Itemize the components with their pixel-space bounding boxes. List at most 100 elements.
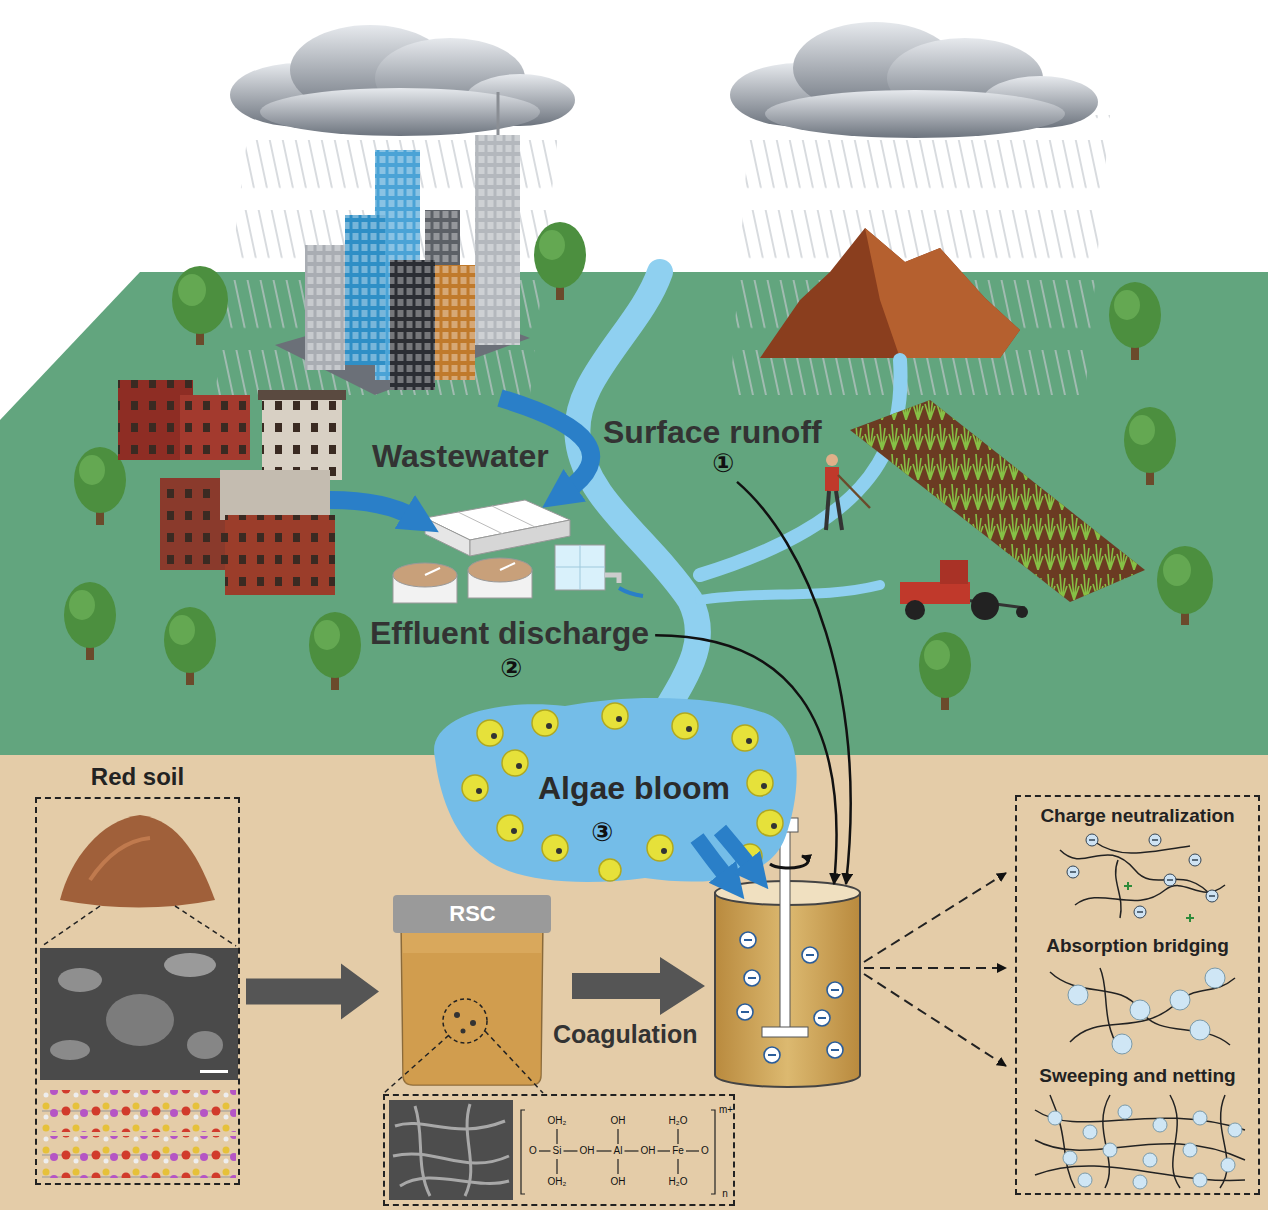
lake-region-shape (516, 763, 522, 769)
panel-title: Red soil (91, 763, 184, 791)
city (435, 265, 475, 380)
lake-region-shape (602, 703, 628, 729)
sweep-net (1143, 1153, 1157, 1167)
zoom-panel-shape (393, 1104, 509, 1196)
lake-region-shape (771, 823, 777, 829)
farm-field (850, 400, 1145, 602)
lake-region-shape (497, 815, 523, 841)
sweep-net (1103, 1143, 1117, 1157)
farmer (826, 491, 829, 530)
treatment-plant (605, 575, 619, 583)
houses (258, 390, 346, 400)
coagulation-tank (764, 1047, 780, 1063)
formula-text: OH (611, 1176, 626, 1188)
houses (180, 395, 250, 460)
lake-region-shape (697, 830, 753, 880)
cloud (230, 63, 370, 127)
zoom-panel-shape (389, 1100, 513, 1200)
zoom-panel-shape (564, 1150, 578, 1151)
farmer (838, 475, 870, 508)
polymer-chain (1116, 860, 1121, 918)
lake-region-shape (747, 770, 773, 796)
tree (331, 660, 339, 690)
polymer-chain (1089, 839, 1095, 841)
polymer-chain (1186, 917, 1194, 919)
sweep-net (1103, 1095, 1110, 1188)
beaker-shape (401, 921, 543, 1085)
polymer-chain (1149, 834, 1161, 846)
bridging-chain (1130, 1000, 1150, 1020)
cloud (465, 74, 575, 126)
river (700, 360, 901, 575)
sweep-net (1183, 1143, 1197, 1157)
coagulation-tank (768, 1054, 776, 1056)
lake-region-shape (462, 703, 783, 881)
river (577, 272, 698, 720)
coagulation-tank (780, 828, 790, 1033)
tree (1157, 546, 1213, 614)
treatment-plant (393, 563, 457, 587)
polymer-chain (1152, 839, 1158, 841)
soil-sample (42, 906, 100, 946)
zoom-panel-shape (625, 1150, 639, 1151)
zoom-panel-shape (677, 1129, 678, 1144)
soil-sample (175, 906, 236, 946)
bridging-chain (1112, 1034, 1132, 1054)
coagulation-tank (770, 856, 808, 868)
region-title: Algae bloom (538, 770, 730, 807)
polymer-chain (1164, 874, 1176, 886)
flow-arrow (330, 398, 591, 518)
houses (118, 380, 193, 460)
polymer-chain (1060, 842, 1225, 918)
formula-text: Al (614, 1145, 623, 1157)
treatment-plant (393, 575, 457, 603)
tree (534, 222, 586, 288)
sweep-net (1153, 1118, 1167, 1132)
rain (215, 115, 560, 395)
sweep-net (1035, 1140, 1245, 1160)
sweep-net (1035, 1110, 1245, 1130)
lake-region-shape (686, 726, 692, 732)
city (497, 92, 500, 135)
tree (924, 640, 950, 670)
soil-sample (200, 1070, 228, 1073)
city (345, 215, 385, 365)
formula-text: OH (580, 1145, 595, 1157)
soil-sample (50, 1040, 90, 1060)
treatment-plant (555, 567, 605, 568)
lake-region-shape (672, 713, 698, 739)
houses (225, 515, 335, 595)
polymer-chain (1060, 850, 1215, 900)
coagulation-tank (715, 818, 860, 1087)
tree (64, 222, 1213, 710)
beaker-shape (393, 895, 551, 933)
lake-region-shape (477, 720, 503, 746)
tree (1129, 415, 1155, 445)
zoom-panel-shape (521, 1110, 525, 1194)
polymer-chain (1067, 866, 1079, 878)
zoom-panel-shape (395, 1121, 505, 1129)
zoom-panel-shape (393, 1154, 509, 1163)
soil-sample (42, 1090, 236, 1132)
cloud (375, 38, 525, 118)
mountain (760, 228, 1020, 358)
tree (69, 590, 95, 620)
beaker-shape (384, 1035, 449, 1093)
cloud (982, 76, 1098, 128)
soil-sample (60, 815, 215, 908)
zoom-panel-shape (415, 1106, 430, 1196)
sweep-net (1035, 1095, 1245, 1188)
soil-sample (164, 953, 216, 977)
tree (1146, 455, 1154, 485)
lake-region-shape (761, 783, 767, 789)
polymer-chain (1067, 834, 1218, 918)
beaker-shape (461, 1029, 466, 1034)
sweep-net (1063, 1151, 1077, 1165)
tree (1114, 290, 1140, 320)
beaker-shape (403, 953, 541, 1085)
polymer-chain (1134, 906, 1146, 918)
soil-sample (58, 968, 102, 992)
sweep-net (1050, 1095, 1075, 1188)
city (435, 265, 475, 380)
mechanism-panel: Charge neutralizationAbsorption bridging… (1015, 795, 1260, 1195)
